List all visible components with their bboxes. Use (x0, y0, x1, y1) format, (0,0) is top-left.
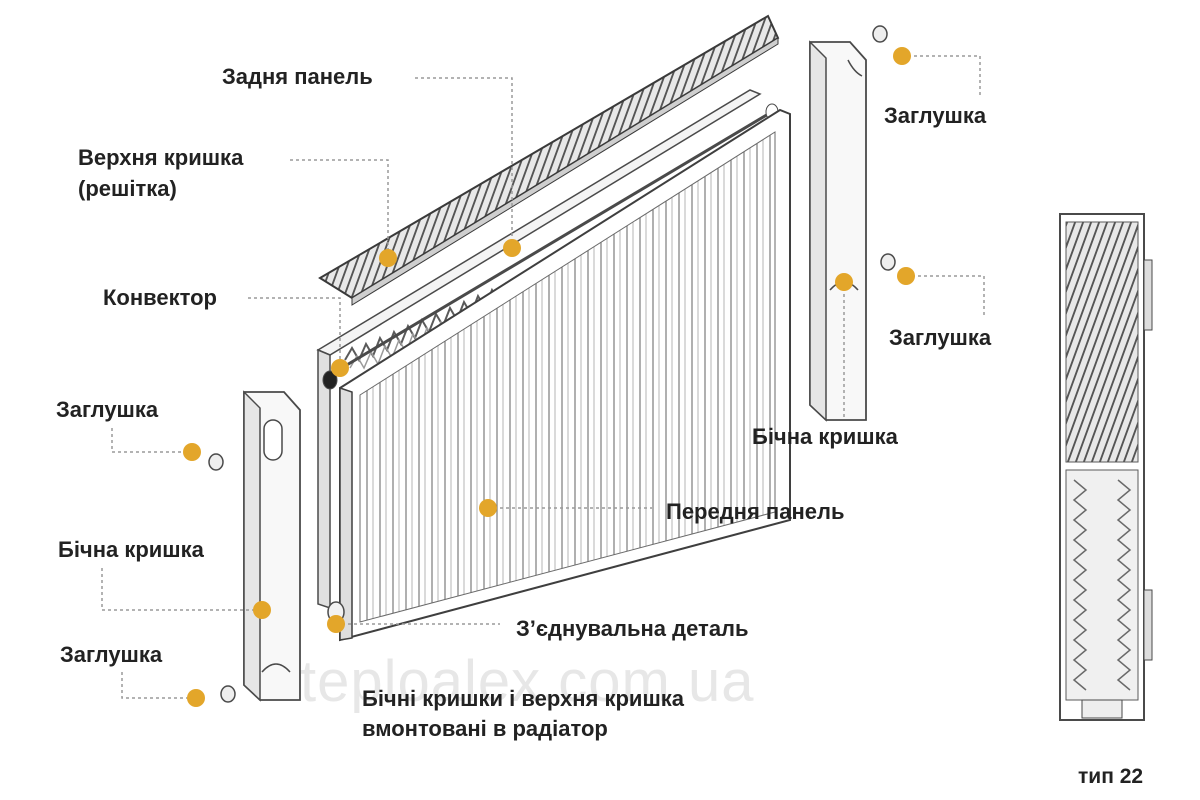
marker-plug-right-middle (897, 267, 915, 285)
plug-icon (208, 25, 896, 703)
marker-plug-left-bottom (187, 689, 205, 707)
marker-side-cover-right (835, 273, 853, 291)
note-line1: Бічні кришки і верхня кришка (362, 686, 685, 711)
side-cover-right (809, 40, 867, 422)
label-top-cover-line2: (решітка) (78, 176, 177, 201)
marker-convector (331, 359, 349, 377)
back-panel (316, 89, 762, 610)
label-plug-left-top: Заглушка (56, 397, 159, 422)
marker-side-cover-left (253, 601, 271, 619)
label-side-cover-right: Бічна кришка (752, 424, 898, 449)
note-line2: вмонтовані в радіатор (362, 716, 608, 741)
marker-plug-right-top (893, 47, 911, 65)
front-panel (327, 108, 791, 642)
leader-lines (101, 55, 985, 699)
marker-connector (327, 615, 345, 633)
marker-front-panel (479, 499, 497, 517)
label-convector: Конвектор (103, 285, 217, 310)
type-label: тип 22 (1078, 765, 1144, 788)
callout-markers (183, 47, 915, 707)
label-plug-right-top: Заглушка (884, 103, 987, 128)
label-back-panel: Задня панель (222, 64, 373, 89)
marker-back-panel (503, 239, 521, 257)
label-plug-right-middle: Заглушка (889, 325, 992, 350)
label-plug-left-bottom: Заглушка (60, 642, 163, 667)
side-cover-left (243, 390, 301, 702)
label-top-cover-line1: Верхня кришка (78, 145, 244, 170)
label-front-panel: Передня панель (666, 499, 845, 524)
marker-top-cover (379, 249, 397, 267)
marker-plug-left-top (183, 443, 201, 461)
top-cover-grille (318, 14, 780, 306)
label-side-cover-left: Бічна кришка (58, 537, 204, 562)
cross-section-type-22 (1059, 213, 1153, 721)
label-connector: З’єднувальна деталь (516, 616, 749, 641)
watermark: teploalex.com.ua (300, 649, 755, 714)
